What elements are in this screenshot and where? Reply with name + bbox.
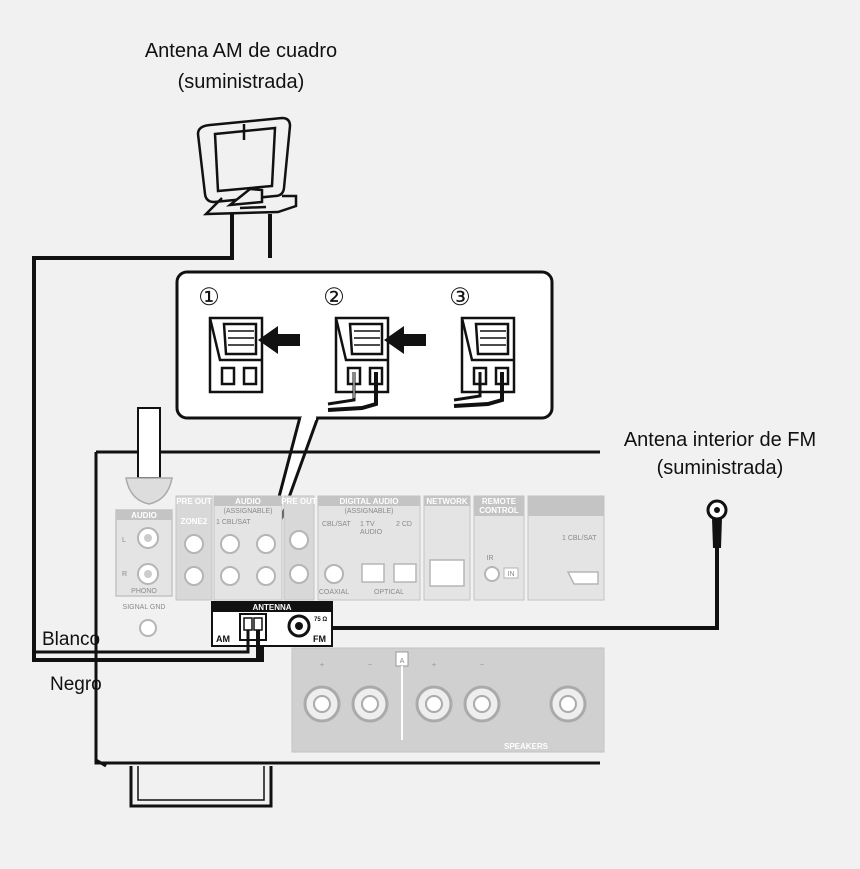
cd2-label: 2 CD: [396, 521, 412, 528]
in-label: IN: [508, 571, 515, 578]
step-1-number: ①: [198, 284, 220, 311]
step-2-wires: [327, 372, 378, 412]
step-1-arrow-icon: [258, 326, 300, 354]
r-label: R: [122, 571, 127, 578]
fm-antenna-subtitle: (suministrada): [657, 457, 784, 479]
signal-gnd-label: SIGNAL GND: [123, 604, 166, 611]
spk-l-minus: −: [480, 662, 484, 669]
ohm-label: 75 Ω: [314, 617, 327, 623]
cbl-sat2-label: CBL/SAT: [322, 521, 351, 528]
phono-label: PHONO: [131, 588, 157, 595]
speaker-a-label: A: [400, 658, 405, 665]
rear-panel: AUDIO L R PHONO SIGNAL GND PRE OUT ZONE2…: [115, 495, 605, 753]
fm-label: FM: [313, 634, 326, 644]
am-antenna-subtitle: (suministrada): [178, 71, 305, 93]
antenna-terminal: ANTENNA AM FM 75 Ω: [211, 601, 333, 647]
fm-antenna: [330, 499, 728, 630]
coaxial-label: COAXIAL: [319, 589, 349, 596]
l-label: L: [122, 537, 126, 544]
assignable-label: (ASSIGNABLE): [223, 508, 272, 515]
network-label: NETWORK: [426, 497, 468, 506]
control-label: CONTROL: [479, 506, 519, 515]
remote-label: REMOTE: [482, 497, 517, 506]
step-2-number: ②: [323, 284, 345, 311]
zone2-label: ZONE2: [181, 517, 208, 526]
assignable2-label: (ASSIGNABLE): [344, 508, 393, 515]
step-3-number: ③: [449, 284, 471, 311]
audio-in2-label: AUDIO: [235, 497, 261, 506]
audio-in-label: AUDIO: [131, 511, 157, 520]
step-1-terminal: [208, 316, 264, 394]
black-wire-label: Negro: [50, 674, 102, 695]
am-loop-antenna: [196, 116, 298, 216]
spk-l-plus: +: [432, 662, 436, 669]
wireless-antenna: [125, 407, 173, 505]
am-terminal-wires: [34, 630, 260, 660]
step-2-terminal: [334, 316, 390, 394]
optical-label: OPTICAL: [374, 589, 404, 596]
hdmi-label: 1 CBL/SAT: [562, 535, 597, 542]
am-antenna-cable: [32, 214, 272, 662]
cbl-sat-label: 1 CBL/SAT: [216, 519, 251, 526]
am-label: AM: [216, 634, 230, 644]
spk-r-minus: −: [368, 662, 372, 669]
fm-antenna-title: Antena interior de FM: [624, 429, 816, 451]
white-wire-label: Blanco: [42, 629, 100, 650]
digital-audio-label: DIGITAL AUDIO: [340, 497, 399, 506]
step-3-terminal: [460, 316, 516, 394]
step-2-arrow-icon: [384, 326, 426, 354]
tv-audio-1-label: 1 TV: [360, 521, 375, 528]
spk-r-plus: +: [320, 662, 324, 669]
ir-label: IR: [487, 555, 494, 562]
step-3-wires: [453, 372, 504, 408]
speakers-label: SPEAKERS: [504, 742, 549, 751]
pre-out-label: PRE OUT: [176, 497, 212, 506]
pre-out2-label: PRE OUT: [281, 497, 317, 506]
am-antenna-title: Antena AM de cuadro: [145, 40, 337, 62]
tv-audio-2-label: AUDIO: [360, 529, 383, 536]
receiver-body: [94, 450, 600, 768]
antenna-label: ANTENNA: [252, 603, 291, 612]
receiver-foot: [129, 766, 273, 808]
